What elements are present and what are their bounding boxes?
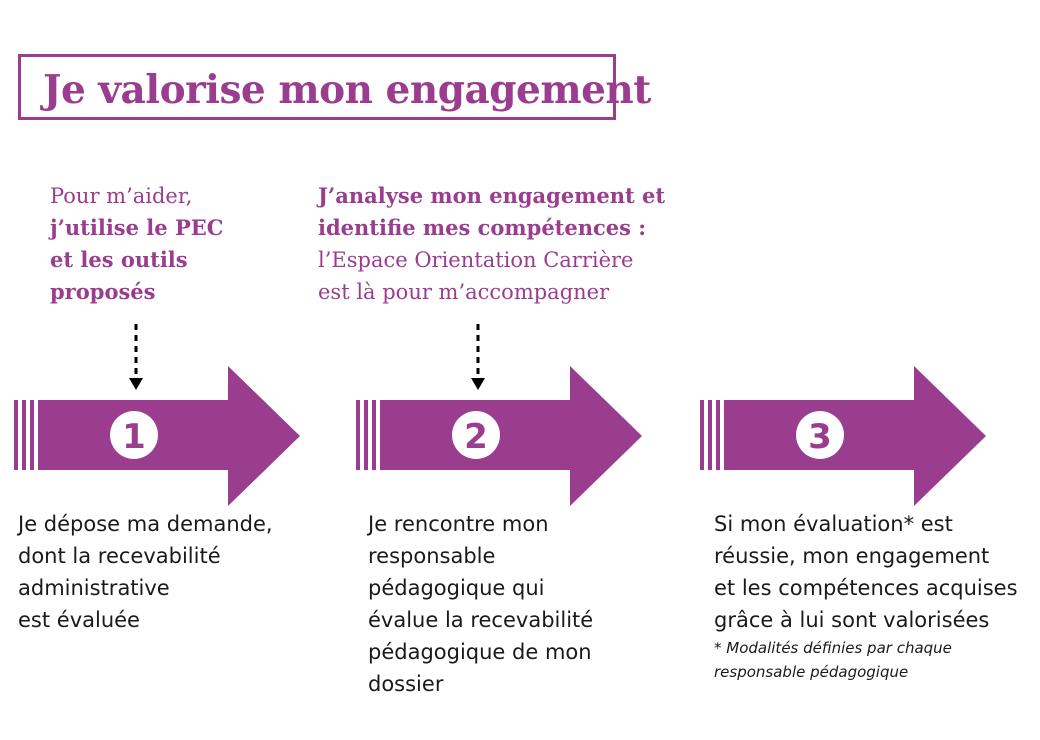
step-3-line: grâce à lui sont valorisées xyxy=(714,608,990,632)
help-1-line-4: proposés xyxy=(50,279,156,304)
help-2-line-1: J’analyse mon engagement et xyxy=(318,183,666,208)
help-2-line-4: est là pour m’accompagner xyxy=(318,280,610,304)
step-2-line: pédagogique qui xyxy=(368,576,545,600)
dashed-arrow-down-icon xyxy=(471,324,485,390)
step-2-line: évalue la recevabilité xyxy=(368,608,594,632)
step-3-description: Si mon évaluation* est réussie, mon enga… xyxy=(714,508,1034,636)
footnote-line-2: responsable pédagogique xyxy=(714,663,909,681)
step-2-line: dossier xyxy=(368,672,444,696)
step-1-line: administrative xyxy=(18,576,170,600)
help-2-line-2: identifie mes compétences : xyxy=(318,215,647,240)
step-1-line: est évaluée xyxy=(18,608,140,632)
page-title: Je valorise mon engagement xyxy=(43,67,651,113)
help-text-step-2: J’analyse mon engagement et identifie me… xyxy=(318,180,678,308)
title-box: Je valorise mon engagement xyxy=(18,54,651,120)
help-1-line-1: Pour m’aider, xyxy=(50,184,193,208)
step-1-description: Je dépose ma demande, dont la recevabili… xyxy=(18,508,318,636)
step-2-line: responsable xyxy=(368,544,496,568)
step-2-description: Je rencontre mon responsable pédagogique… xyxy=(368,508,668,700)
step-1-line: dont la recevabilité xyxy=(18,544,221,568)
step-3-line: réussie, mon engagement xyxy=(714,544,990,568)
step-3-arrow: 3 xyxy=(700,366,986,506)
help-1-line-3: et les outils xyxy=(50,247,188,272)
help-2-line-3: l’Espace Orientation Carrière xyxy=(318,248,634,272)
help-text-step-1: Pour m’aider, j’utilise le PEC et les ou… xyxy=(50,180,290,308)
step-2-circle xyxy=(452,411,500,459)
dashed-arrow-down-icon xyxy=(129,324,143,390)
step-2-number: 2 xyxy=(464,417,488,457)
step-2-arrow: 2 xyxy=(356,366,642,506)
footnote: * Modalités définies par chaque responsa… xyxy=(714,636,1014,684)
step-2-line: pédagogique de mon xyxy=(368,640,592,664)
step-3-number: 3 xyxy=(808,417,832,457)
help-1-line-2: j’utilise le PEC xyxy=(50,215,224,240)
step-3-circle xyxy=(796,411,844,459)
step-2-line: Je rencontre mon xyxy=(368,512,549,536)
step-3-line: et les compétences acquises xyxy=(714,576,1018,600)
step-1-number: 1 xyxy=(122,417,146,457)
step-1-arrow: 1 xyxy=(14,366,300,506)
footnote-line-1: * Modalités définies par chaque xyxy=(714,639,952,657)
step-1-line: Je dépose ma demande, xyxy=(18,512,273,536)
step-3-line: Si mon évaluation* est xyxy=(714,512,953,536)
step-1-circle xyxy=(110,411,158,459)
